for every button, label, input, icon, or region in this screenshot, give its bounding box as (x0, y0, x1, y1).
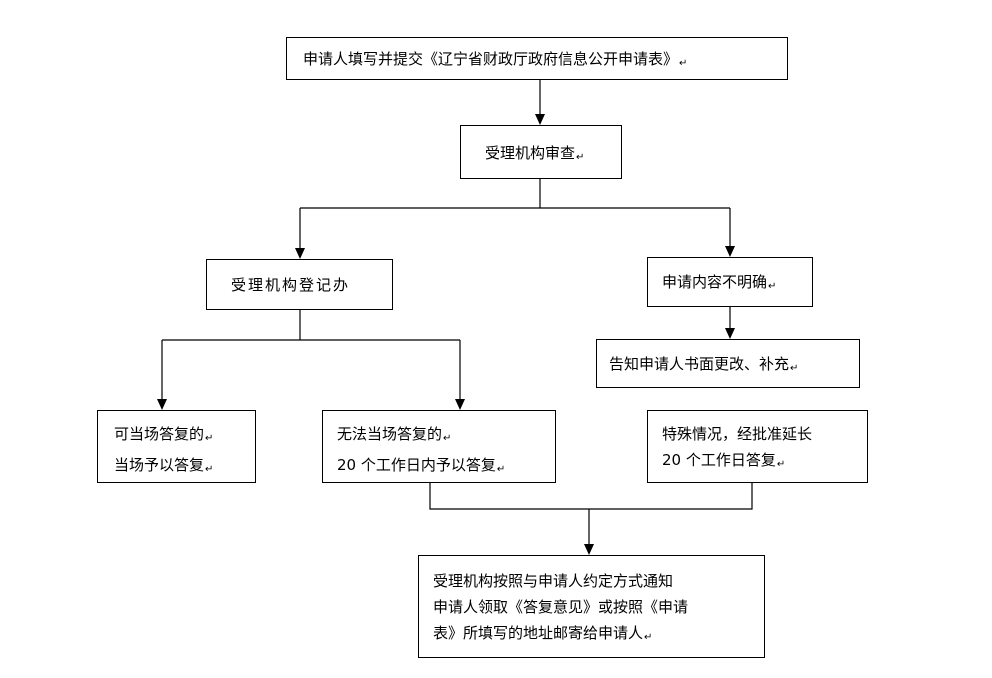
arrowhead-register (295, 248, 305, 259)
node-special: 特殊情况，经批准延长 20 个工作日答复↵ (647, 410, 868, 483)
arrowhead-notify (725, 328, 735, 339)
arrowhead-review (535, 114, 545, 125)
node-final-line-1: 受理机构按照与申请人约定方式通知 (433, 572, 674, 590)
arrowhead-unclear (725, 246, 735, 257)
node-unclear: 申请内容不明确↵ (647, 257, 813, 307)
node-immediate: 可当场答复的↵ 当场予以答复↵ (97, 410, 256, 483)
node-final-line-3: 表》所填写的地址邮寄给申请人↵ (433, 624, 653, 643)
node-within20-line-1: 无法当场答复的↵ (337, 425, 452, 444)
node-unclear-line-1: 申请内容不明确↵ (662, 273, 777, 292)
node-apply-line-1: 申请人填写并提交《辽宁省财政厅政府信息公开申请表》↵ (303, 50, 688, 69)
node-register-line-1: 受理机构登记办 (231, 276, 351, 294)
arrowhead-within20 (455, 399, 465, 410)
node-final: 受理机构按照与申请人约定方式通知 申请人领取《答复意见》或按照《申请 表》所填写… (418, 555, 765, 658)
arrowhead-immediate (157, 399, 167, 410)
node-register: 受理机构登记办 (206, 259, 393, 310)
arrowhead-final (584, 544, 594, 555)
node-notify-change: 告知申请人书面更改、补充↵ (596, 339, 860, 388)
node-apply: 申请人填写并提交《辽宁省财政厅政府信息公开申请表》↵ (286, 37, 788, 80)
edge-review-split (300, 179, 730, 209)
node-review-line-1: 受理机构审查↵ (485, 144, 585, 163)
node-within20: 无法当场答复的↵ 20 个工作日内予以答复↵ (322, 410, 556, 483)
node-notify-change-line-1: 告知申请人书面更改、补充↵ (609, 355, 799, 374)
node-immediate-line-2: 当场予以答复↵ (114, 456, 214, 475)
node-review: 受理机构审查↵ (460, 125, 622, 179)
node-special-line-2: 20 个工作日答复↵ (662, 451, 786, 470)
node-final-line-2: 申请人领取《答复意见》或按照《申请 (433, 598, 689, 616)
edge-register-split (162, 310, 460, 341)
node-special-line-1: 特殊情况，经批准延长 (662, 425, 813, 443)
node-within20-line-2: 20 个工作日内予以答复↵ (337, 456, 506, 475)
node-immediate-line-1: 可当场答复的↵ (114, 425, 214, 444)
edge-merge (429, 483, 753, 544)
